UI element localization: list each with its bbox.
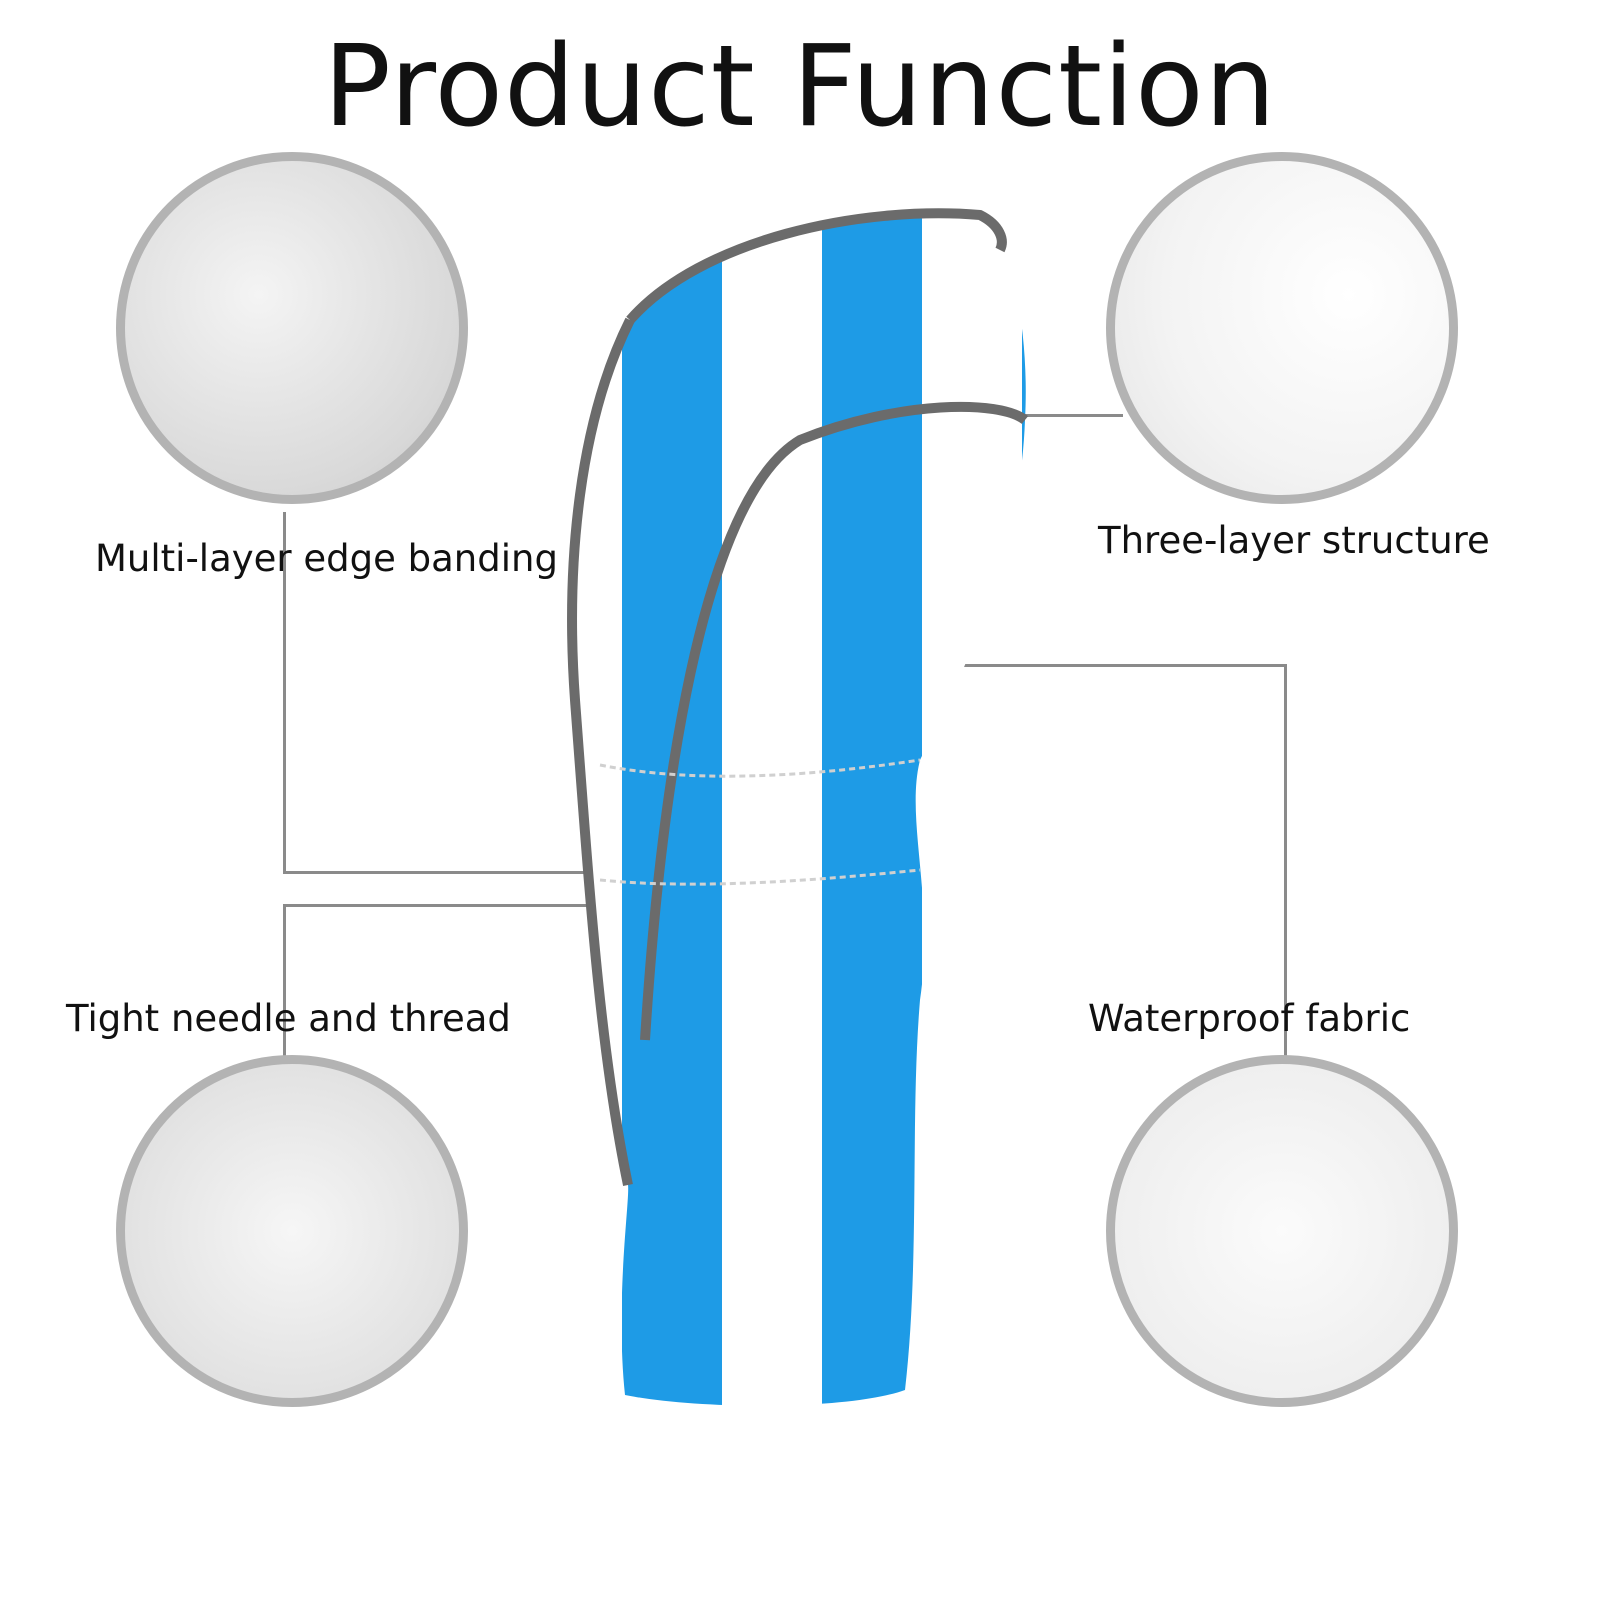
feature-label-stitching: Tight needle and thread [66,997,511,1040]
connector-line [283,904,593,907]
connector-line [283,512,286,874]
stitching-detail-image [116,1055,468,1407]
feature-label-three-layer: Three-layer structure [1098,519,1490,562]
connector-line [283,871,593,874]
connector-line [1025,414,1123,417]
edge-banding [640,401,1029,1041]
connector-line [1284,664,1287,1056]
feature-label-edge-banding: Multi-layer edge banding [95,537,558,580]
feature-label-waterproof: Waterproof fabric [1088,997,1411,1040]
waterproof-detail-image [1106,1055,1458,1407]
page-title: Product Function [323,22,1277,152]
edge-banding-detail-image [116,152,468,504]
connector-line [900,664,1287,667]
connector-line [283,904,286,1056]
three-layer-detail-image [1106,152,1458,504]
